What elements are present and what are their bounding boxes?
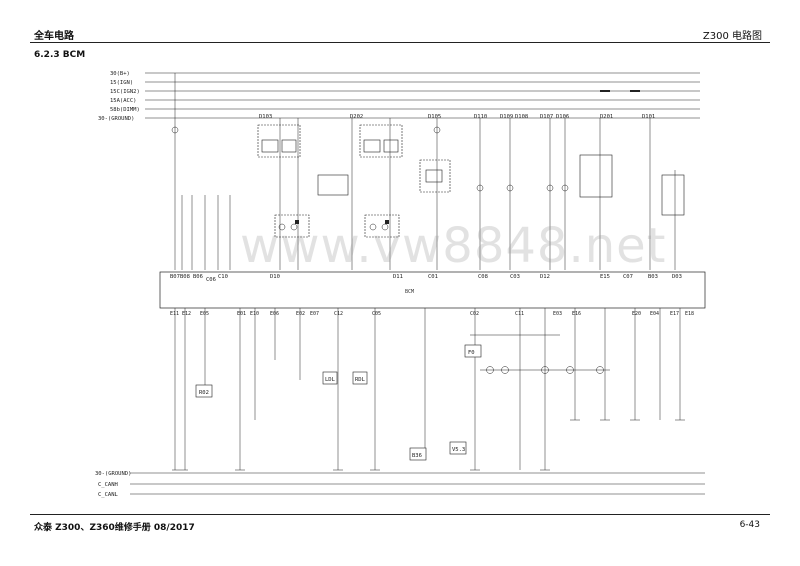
pin-label: C11 bbox=[515, 311, 524, 317]
component-box-labels: R02 RDL LDL B36 V5.3 F0 bbox=[199, 350, 475, 459]
pin-label: E05 bbox=[200, 311, 209, 317]
pin-label: C06 bbox=[206, 277, 216, 283]
pin-label: B08 bbox=[180, 274, 190, 280]
pin-label: C10 bbox=[218, 274, 228, 280]
mid-connector-labels: B07 B08 B06 C06 C10 D10 D11 C01 C08 C03 … bbox=[170, 274, 682, 283]
pin-label: E20 bbox=[632, 311, 641, 317]
pin-label: C01 bbox=[428, 274, 438, 280]
box-label: RDL bbox=[355, 377, 366, 383]
top-wires bbox=[174, 73, 676, 270]
rail-label: 15(IGN) bbox=[110, 80, 133, 86]
pin-label: D11 bbox=[393, 274, 403, 280]
component-boxes bbox=[195, 344, 482, 461]
pin-label: B03 bbox=[648, 274, 658, 280]
pin-label: D03 bbox=[672, 274, 682, 280]
connector-label: D110 bbox=[474, 114, 487, 120]
box-label: V5.3 bbox=[452, 447, 465, 453]
pin-label: E12 bbox=[182, 311, 191, 317]
watermark: www.vw8848.net bbox=[240, 218, 667, 274]
header-left: 全车电路 bbox=[34, 31, 74, 42]
pin-label: E11 bbox=[170, 311, 179, 317]
pin-label: E17 bbox=[670, 311, 679, 317]
connector-label: D101 bbox=[642, 114, 655, 120]
pin-label: D10 bbox=[270, 274, 280, 280]
pin-label: E18 bbox=[685, 311, 694, 317]
pin-label: C12 bbox=[334, 311, 343, 317]
power-rails bbox=[145, 72, 700, 119]
rail-label: 30-(GROUND) bbox=[98, 116, 134, 122]
connector-label: D108 bbox=[515, 114, 528, 120]
connector-label: D109 bbox=[500, 114, 513, 120]
header-rule bbox=[30, 42, 770, 43]
relay-boxes bbox=[257, 124, 685, 238]
rail-label: C_CANH bbox=[98, 482, 118, 488]
pin-label: E04 bbox=[650, 311, 659, 317]
lower-connector-labels: E11 E12 E05 E01 E10 E06 E02 E07 C12 C05 … bbox=[170, 311, 694, 317]
pin-label: B06 bbox=[193, 274, 203, 280]
connector-label: D202 bbox=[350, 114, 363, 120]
markers bbox=[295, 90, 640, 224]
rail-labels: 30(B+) 15(IGN) 15C(IGN2) 15A(ACC) 58b(DI… bbox=[98, 71, 140, 122]
lower-wires bbox=[174, 308, 681, 470]
pin-label: C03 bbox=[510, 274, 520, 280]
header-right: Z300 电路图 bbox=[702, 31, 762, 42]
bcm-label: BCM bbox=[405, 289, 414, 295]
ground-symbols bbox=[172, 419, 685, 471]
pin-label: E03 bbox=[553, 311, 562, 317]
bottom-rail-labels: 30-(GROUND) C_CANH C_CANL bbox=[95, 471, 131, 498]
rail-label: 58b(DIMM) bbox=[110, 107, 140, 113]
bottom-rails bbox=[130, 472, 705, 495]
connector-label: D107 bbox=[540, 114, 553, 120]
pin-label: C08 bbox=[478, 274, 488, 280]
box-label: R02 bbox=[199, 390, 209, 396]
rail-label: C_CANL bbox=[98, 492, 119, 498]
section-title: 6.2.3 BCM bbox=[34, 50, 86, 60]
rail-label: 30(B+) bbox=[110, 71, 130, 77]
connector-label: D105 bbox=[428, 114, 441, 120]
pin-label: E15 bbox=[600, 274, 610, 280]
footer-left: 众泰 Z300、Z360维修手册 08/2017 bbox=[34, 523, 195, 533]
footer-rule bbox=[30, 514, 770, 515]
box-label: F0 bbox=[468, 350, 475, 356]
pin-label: E02 bbox=[296, 311, 305, 317]
rail-label: 15C(IGN2) bbox=[110, 89, 140, 95]
connector-label: D201 bbox=[600, 114, 613, 120]
bcm-module bbox=[159, 271, 706, 309]
page-number: 6-43 bbox=[739, 520, 760, 530]
connector-label: D103 bbox=[259, 114, 272, 120]
connector-label: D106 bbox=[556, 114, 569, 120]
pin-label: C07 bbox=[623, 274, 633, 280]
pin-label: B07 bbox=[170, 274, 180, 280]
pin-label: E01 bbox=[237, 311, 246, 317]
rail-label: 30-(GROUND) bbox=[95, 471, 131, 477]
top-connector-labels: D103 D202 D105 D110 D109 D108 D107 D106 … bbox=[259, 114, 655, 120]
pin-label: E07 bbox=[310, 311, 319, 317]
pin-label: D12 bbox=[540, 274, 550, 280]
box-label: LDL bbox=[325, 377, 336, 383]
rail-label: 15A(ACC) bbox=[110, 98, 137, 104]
pin-label: E10 bbox=[250, 311, 259, 317]
pin-label: E16 bbox=[572, 311, 581, 317]
box-label: B36 bbox=[412, 453, 422, 459]
pin-label: E06 bbox=[270, 311, 279, 317]
pin-label: C05 bbox=[372, 311, 381, 317]
pin-label: C02 bbox=[470, 311, 479, 317]
